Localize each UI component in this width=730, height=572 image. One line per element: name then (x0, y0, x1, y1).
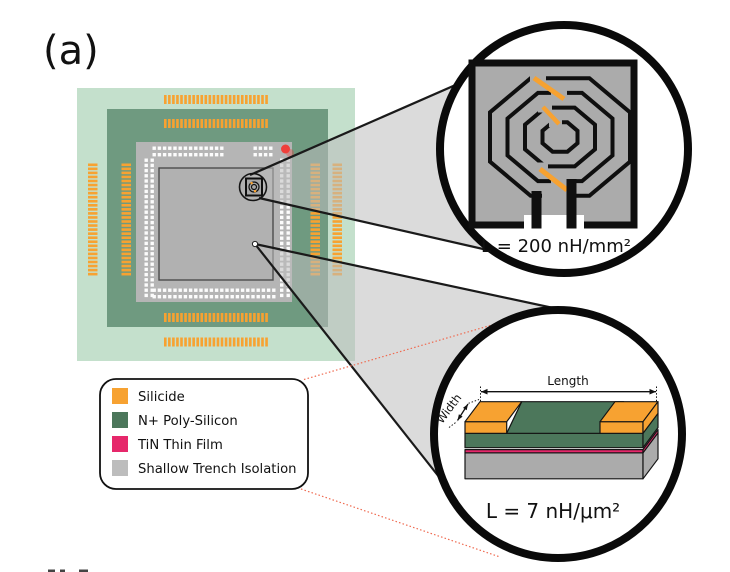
tin-side (642, 429, 659, 454)
legend-connector-top (303, 308, 548, 381)
legend-label-silicide: Silicide (138, 390, 185, 405)
inductor-inset-content: L = 200 nH/mm² (468, 59, 638, 257)
zoom-origin-dot (251, 240, 259, 248)
legend-item: Shallow Trench Isolation (112, 460, 297, 477)
inductor-caption: L = 200 nH/mm² (481, 236, 631, 257)
legend-item: N+ Poly-Silicon (112, 412, 238, 429)
length-label: Length (547, 374, 588, 388)
legend-item: TiN Thin Film (112, 436, 223, 453)
red-marker-dot (281, 144, 290, 154)
thin-film-caption: L = 7 nH/μm² (486, 499, 620, 523)
mini-inductor-square (245, 177, 263, 197)
legend-label-poly: N+ Poly-Silicon (138, 414, 238, 429)
inductor-lead-left (531, 191, 542, 229)
thin-film-inset-content (464, 401, 659, 480)
oxide-front (465, 447, 643, 450)
cropped-text-fragments (48, 569, 88, 572)
silicide-right-side (642, 401, 659, 434)
chip-diagram (77, 88, 355, 361)
legend-swatch-silicide (112, 388, 128, 404)
zoom-circle-small (238, 172, 268, 202)
silicide-right-front (599, 421, 644, 434)
legend-box: Silicide N+ Poly-Silicon TiN Thin Film S… (99, 378, 309, 490)
legend-swatch-tin (112, 436, 128, 452)
legend-swatch-poly (112, 412, 128, 428)
legend-label-tin: TiN Thin Film (137, 438, 223, 453)
silicide-left-top (464, 401, 523, 423)
legend-label-sti: Shallow Trench Isolation (138, 462, 297, 477)
poly-front (464, 432, 644, 449)
silicide-left-front (464, 421, 508, 434)
figure-label: (a) (43, 28, 99, 74)
substrate-front (464, 452, 644, 480)
legend-item: Silicide (112, 388, 185, 405)
inductor-lead-right (566, 179, 577, 229)
legend-connector-bottom (300, 488, 501, 558)
tin-front (464, 449, 644, 454)
spiral-bridges (532, 75, 569, 192)
legend-swatch-sti (112, 460, 128, 476)
